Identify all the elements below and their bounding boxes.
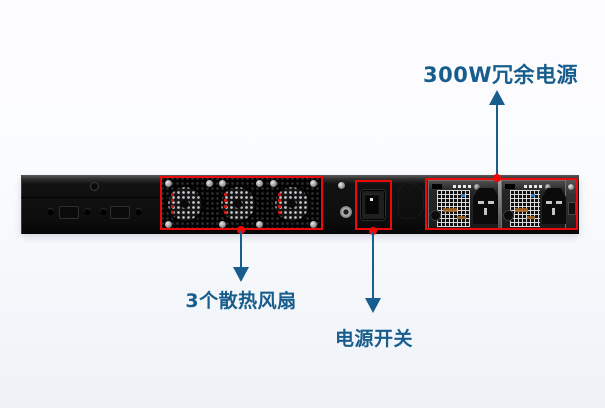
screw: [310, 221, 317, 228]
psu-vent-slot: [505, 184, 515, 189]
psu-inner-orange: [457, 216, 466, 219]
cooling-fan-2: [219, 185, 257, 223]
iec-pin: [478, 201, 484, 204]
callout-line-switch: [372, 232, 374, 299]
fan-red-accent: [171, 193, 174, 215]
psu-thumbscrew[interactable]: [503, 210, 514, 221]
psu-led: [529, 185, 532, 188]
psu-inner-orange: [443, 208, 457, 212]
screw: [206, 180, 213, 187]
psu-inner-blue: [461, 194, 465, 197]
psu-led: [463, 185, 466, 188]
panel-seam: [21, 197, 160, 198]
psu-led: [453, 185, 456, 188]
iec-pin: [552, 208, 555, 215]
psu-vent-slot: [432, 184, 442, 189]
iec-c14-inlet: [473, 188, 499, 224]
psu-module-2: [501, 180, 566, 229]
screw: [310, 180, 317, 187]
anchor-dot-psu: [493, 174, 501, 182]
switch-rocker[interactable]: [365, 194, 379, 214]
iec-pin: [546, 201, 552, 204]
highlight-box-fans: [160, 176, 323, 230]
psu-module-1: [428, 180, 500, 229]
vent-hole: [100, 208, 107, 215]
anchor-dot-switch: [369, 227, 377, 235]
molded-handle-recess: [398, 183, 424, 219]
psu-inner-blue: [531, 194, 535, 197]
switch-on-mark: [370, 198, 373, 201]
psu-inner-orange: [527, 216, 535, 219]
callout-label-psu: 300W冗余电源: [423, 63, 578, 87]
psu-screw: [545, 184, 551, 190]
anchor-dot-fans: [237, 226, 245, 234]
arrowhead-down-icon: [233, 267, 249, 282]
highlight-box-psu: [425, 178, 578, 230]
cooling-fan-3: [273, 185, 311, 223]
psu-led: [458, 185, 461, 188]
screw: [165, 180, 172, 187]
iec-pin: [556, 201, 562, 204]
screw: [165, 221, 172, 228]
screw: [270, 180, 277, 187]
screw: [338, 182, 345, 189]
fan-hub: [181, 200, 189, 208]
psu-thumbscrew[interactable]: [430, 210, 441, 221]
screw: [256, 180, 263, 187]
screw: [219, 180, 226, 187]
knockout-slot: [59, 206, 79, 219]
fan-hub: [288, 200, 296, 208]
psu-vent-grid: [510, 190, 540, 227]
psu-inner-orange: [515, 208, 528, 212]
iec-c14-inlet: [542, 188, 566, 224]
callout-line-fans: [240, 231, 242, 268]
arrowhead-down-icon: [365, 298, 381, 313]
fan-hub: [234, 200, 242, 208]
iec-pin: [488, 201, 494, 204]
callout-label-fans: 3个散热风扇: [185, 290, 297, 312]
psu-bay-divider: [498, 180, 501, 229]
psu-led: [524, 185, 527, 188]
psu-screw: [474, 184, 480, 190]
screw: [219, 221, 226, 228]
vent-hole: [47, 208, 54, 215]
power-switch[interactable]: [361, 190, 385, 220]
callout-line-psu: [496, 104, 498, 178]
fan-red-accent: [224, 193, 227, 215]
highlight-box-power-switch: [355, 180, 392, 230]
psu-led: [539, 185, 542, 188]
end-cap-latch: [568, 202, 576, 215]
screw-hole: [90, 182, 99, 191]
callout-label-power-switch: 电源开关: [334, 328, 413, 350]
knockout-slot: [110, 206, 130, 219]
arrowhead-up-icon: [489, 90, 505, 105]
psu-vent-grid: [437, 190, 470, 227]
fan-red-accent: [278, 193, 281, 215]
vent-hole: [84, 208, 91, 215]
iec-pin: [484, 208, 487, 215]
psu-led: [468, 185, 471, 188]
screw: [256, 221, 263, 228]
dc-jack: [340, 206, 352, 218]
cooling-fan-1: [166, 185, 204, 223]
screw: [568, 184, 574, 190]
psu-led: [534, 185, 537, 188]
vent-hole: [135, 208, 142, 215]
